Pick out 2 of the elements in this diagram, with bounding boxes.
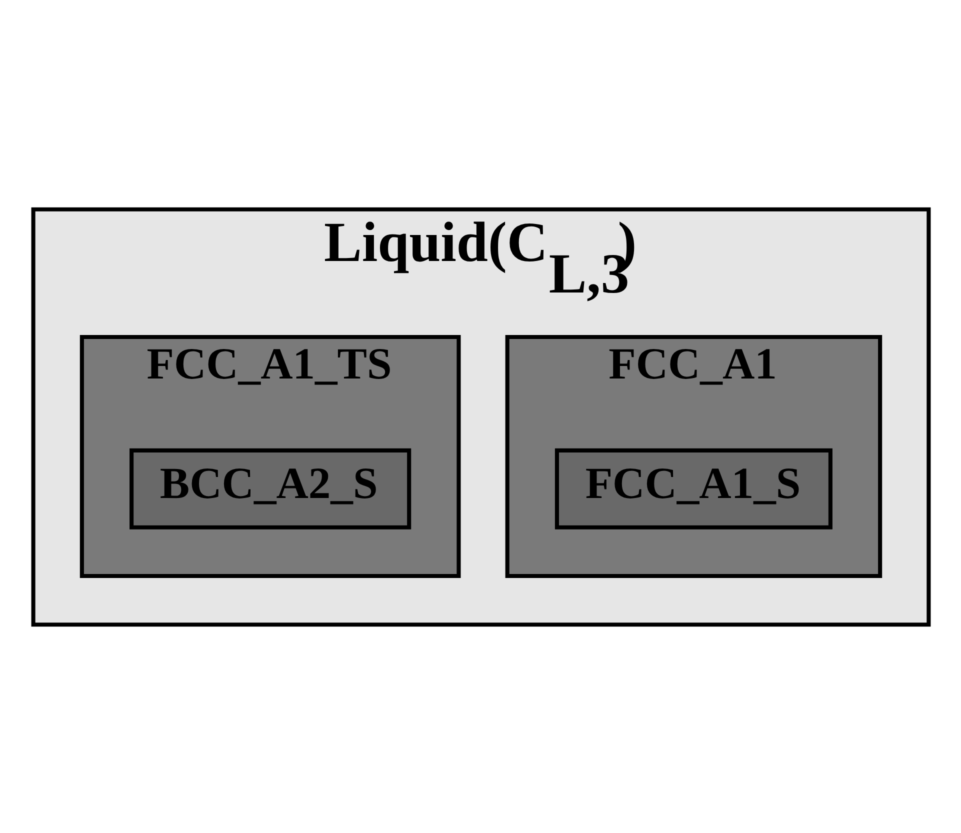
node-box: BCC_A2_S bbox=[129, 448, 411, 529]
node-box: FCC_A1_S bbox=[554, 448, 832, 529]
